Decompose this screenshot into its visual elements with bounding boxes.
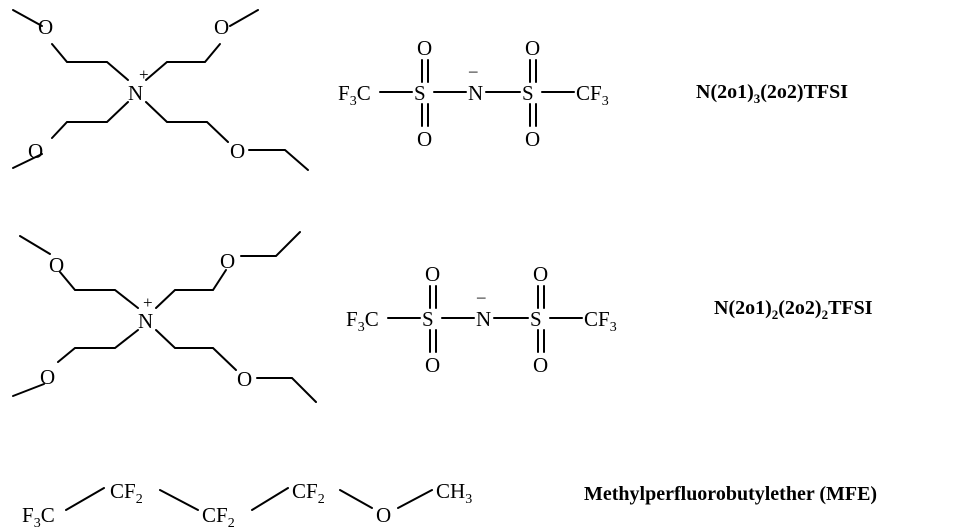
cation-2-chain-upper-left <box>19 235 51 255</box>
oxygen-atom: O <box>230 139 245 163</box>
negative-charge: – <box>468 61 478 80</box>
cation-2-chain-upper-left-b <box>59 271 139 309</box>
cation-2-chain-lower-right <box>155 329 237 371</box>
cation-1-chain-upper-right <box>145 43 221 81</box>
cf3-group: CF3 <box>576 81 609 109</box>
oxygen-atom: O <box>533 262 548 286</box>
compound-2-name: N(2o1)2(2o2)2TFSI <box>714 297 873 322</box>
compound-1-name: N(2o1)3(2o2)TFSI <box>696 81 848 106</box>
oxygen-atom: O <box>525 36 540 60</box>
bond <box>339 489 373 509</box>
sulfur-atom: S <box>522 81 534 105</box>
oxygen-atom: O <box>38 15 53 39</box>
cf3-group: CF3 <box>584 307 617 335</box>
oxygen-atom: O <box>237 367 252 391</box>
f3c-group: F3C <box>338 81 371 109</box>
oxygen-atom: O <box>417 36 432 60</box>
cation-1-chain-upper-left <box>12 9 43 27</box>
oxygen-atom: O <box>525 127 540 151</box>
oxygen-atom: O <box>40 365 55 389</box>
compound-3-name: Methylperfluorobutylether (MFE) <box>584 483 877 505</box>
cation-1-chain-upper-left-b <box>51 43 129 81</box>
cation-2-chain-upper-right <box>155 269 227 309</box>
cation-2-chain-lower-left-b <box>12 383 45 397</box>
sulfur-atom: S <box>414 81 426 105</box>
cation-1-chain-lower-right <box>145 101 229 143</box>
cation-2: O O O O N + <box>12 231 317 403</box>
oxygen-atom: O <box>425 262 440 286</box>
f3c-group: F3C <box>346 307 379 335</box>
cation-2-chain-lower-left <box>57 329 139 363</box>
negative-charge: – <box>476 287 486 306</box>
sulfur-atom: S <box>422 307 434 331</box>
anion-1: F3C S O O N – S O O CF3 <box>338 36 609 151</box>
bond <box>65 487 105 511</box>
mfe-molecule: F3C CF2 CF2 CF2 O CH3 <box>22 479 472 531</box>
oxygen-atom: O <box>376 503 391 527</box>
nitrogen-atom: N <box>468 81 483 105</box>
cf2-group: CF2 <box>110 479 143 507</box>
cation-2-chain-lower-right-b <box>256 377 317 403</box>
bond <box>397 489 433 509</box>
cf2-group: CF2 <box>292 479 325 507</box>
bond <box>159 489 199 511</box>
oxygen-atom: O <box>49 253 64 277</box>
ch3-group: CH3 <box>436 479 472 507</box>
oxygen-atom: O <box>533 353 548 377</box>
positive-charge: + <box>139 65 149 84</box>
f3c-group: F3C <box>22 503 55 531</box>
cation-1-chain-lower-right-b <box>248 149 309 171</box>
nitrogen-atom: N <box>128 81 143 105</box>
oxygen-atom: O <box>214 15 229 39</box>
nitrogen-atom: N <box>138 309 153 333</box>
cation-1-chain-lower-left <box>51 101 129 139</box>
cation-1-chain-upper-right-b <box>229 9 259 27</box>
cf2-group: CF2 <box>202 503 235 531</box>
nitrogen-atom: N <box>476 307 491 331</box>
oxygen-atom: O <box>425 353 440 377</box>
cation-1: O O O O N + <box>12 9 309 171</box>
oxygen-atom: O <box>28 139 43 163</box>
oxygen-atom: O <box>417 127 432 151</box>
oxygen-atom: O <box>220 249 235 273</box>
sulfur-atom: S <box>530 307 542 331</box>
anion-2: F3C S O O N – S O O CF3 <box>346 262 617 377</box>
positive-charge: + <box>143 293 153 312</box>
cation-1-chain-lower-left-b <box>12 153 43 169</box>
bond <box>251 487 289 511</box>
cation-2-chain-upper-right-b <box>240 231 301 257</box>
